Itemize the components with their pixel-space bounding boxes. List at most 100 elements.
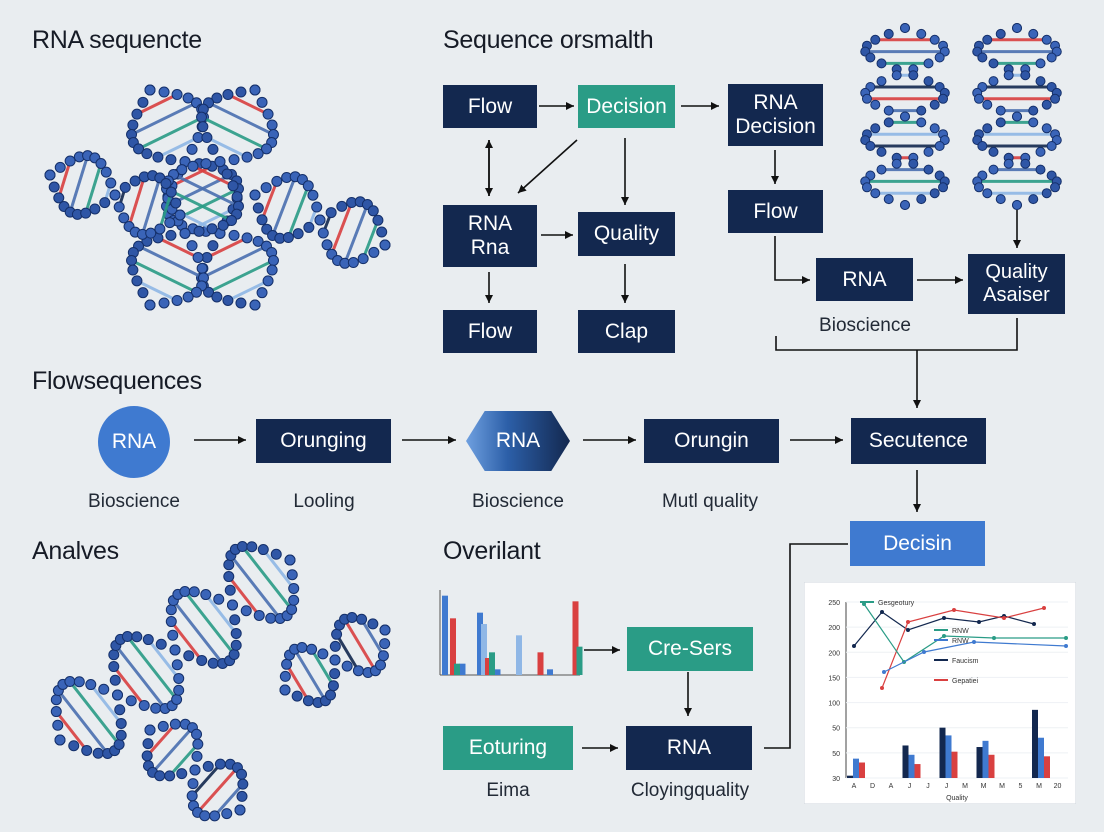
x-tick-label: D — [870, 783, 875, 790]
x-tick-label: M — [962, 783, 968, 790]
bar — [1044, 756, 1050, 778]
line-point — [952, 608, 956, 612]
flow-node-rna-right[interactable]: RNA — [816, 258, 913, 301]
line-point — [880, 610, 884, 614]
x-tick-label: J — [945, 783, 949, 790]
flow-node-orunging[interactable]: Orunging — [256, 419, 391, 463]
line-point — [1064, 636, 1068, 640]
line-point — [972, 640, 976, 644]
flow-node-orungin[interactable]: Orungin — [644, 419, 779, 463]
bar — [853, 758, 859, 778]
y-tick-label: 30 — [832, 776, 840, 783]
legend-label: RNW — [952, 628, 969, 635]
flow-node-flow-2[interactable]: Flow — [443, 310, 537, 353]
flow-node-quality[interactable]: Quality — [578, 212, 675, 256]
x-tick-label: J — [926, 783, 930, 790]
flow-node-flow[interactable]: Flow — [443, 85, 537, 128]
line-point — [922, 650, 926, 654]
bar — [516, 635, 522, 675]
flow-node-flow-3[interactable]: Flow — [728, 190, 823, 233]
flow-node-secutence[interactable]: Secutence — [851, 418, 986, 464]
flow-node-decisin[interactable]: Decisin — [850, 521, 985, 566]
legend-label: Gepatiei — [952, 678, 979, 685]
caption-eima: Eima — [486, 780, 530, 801]
dna-strand-icon — [50, 541, 300, 759]
x-axis-label: Quality — [946, 795, 968, 802]
flow-node-eoturing[interactable]: Eoturing — [443, 726, 573, 770]
line-point — [852, 644, 856, 648]
caption-bioscience-2: Bioscience — [472, 491, 564, 512]
line-point — [1042, 606, 1046, 610]
line-point — [942, 634, 946, 638]
flow-node-rna-decision[interactable]: RNA Decision — [728, 84, 823, 146]
flow-node-rna-circle[interactable]: RNA — [98, 406, 170, 478]
bar — [442, 595, 448, 675]
bar — [485, 658, 491, 675]
line-point — [1064, 644, 1068, 648]
bar — [537, 652, 544, 675]
section-title-sequence-flow: Sequence orsmalth — [443, 26, 654, 54]
bar — [576, 646, 583, 675]
line-point — [977, 620, 981, 624]
line-point — [882, 670, 886, 674]
bar — [547, 669, 553, 675]
caption-bioscience-right: Bioscience — [819, 315, 911, 336]
dna-strand-icon — [279, 611, 391, 709]
legend-label: Gesgeotury — [878, 600, 915, 607]
bar — [988, 754, 995, 778]
x-tick-label: A — [852, 783, 857, 790]
dna-strand-icon — [860, 23, 950, 210]
bar — [459, 663, 466, 675]
section-title-overlay: Overilant — [443, 537, 541, 565]
legend-label: RNW — [952, 638, 969, 645]
bar — [914, 764, 921, 778]
bar — [450, 618, 456, 675]
flow-node-cre-sers[interactable]: Cre-Sers — [627, 627, 753, 671]
x-tick-label: M — [981, 783, 987, 790]
flow-node-quality-assessor[interactable]: Quality Asaiser — [968, 254, 1065, 314]
bar — [908, 754, 915, 778]
flow-node-rna-hexagon[interactable]: RNA — [466, 411, 570, 471]
y-tick-label: 50 — [832, 726, 840, 733]
bar — [454, 663, 460, 675]
dna-strand-icon — [249, 171, 391, 269]
line-point — [880, 686, 884, 690]
flow-node-rna-bottom[interactable]: RNA — [626, 726, 752, 770]
line-point — [1002, 616, 1006, 620]
y-tick-label: 100 — [828, 701, 840, 708]
bar — [1038, 737, 1044, 778]
flow-node-rna-rna[interactable]: RNA Rna — [443, 205, 537, 267]
bar — [982, 740, 989, 778]
y-tick-label: 200 — [828, 650, 840, 657]
bar — [1032, 709, 1038, 778]
x-tick-label: J — [908, 783, 912, 790]
section-title-rna-sequence: RNA sequencte — [32, 26, 202, 54]
line-point — [942, 616, 946, 620]
dna-strand-icon — [44, 150, 186, 240]
bar — [481, 624, 487, 675]
x-tick-label: 5 — [1019, 783, 1023, 790]
y-tick-label: 150 — [828, 675, 840, 682]
dna-strand-icon — [126, 84, 279, 311]
caption-cloyingquality: Cloyingquality — [630, 780, 750, 801]
y-tick-label: 200 — [828, 625, 840, 632]
bar — [902, 745, 909, 778]
y-tick-label: 50 — [832, 751, 840, 758]
line-point — [906, 620, 910, 624]
bar — [477, 612, 483, 675]
mini-bar-chart — [439, 590, 583, 676]
line-point — [1032, 622, 1036, 626]
flow-node-decision[interactable]: Decision — [578, 85, 675, 128]
bar — [847, 775, 853, 778]
series-line — [883, 641, 1067, 673]
x-tick-label: M — [999, 783, 1005, 790]
caption-looling: Looling — [293, 491, 355, 512]
flow-node-clap[interactable]: Clap — [578, 310, 675, 353]
bar — [951, 751, 958, 778]
bar — [939, 727, 946, 778]
legend-label: Faucism — [952, 658, 979, 665]
x-tick-label: A — [889, 783, 894, 790]
bar — [572, 601, 579, 675]
